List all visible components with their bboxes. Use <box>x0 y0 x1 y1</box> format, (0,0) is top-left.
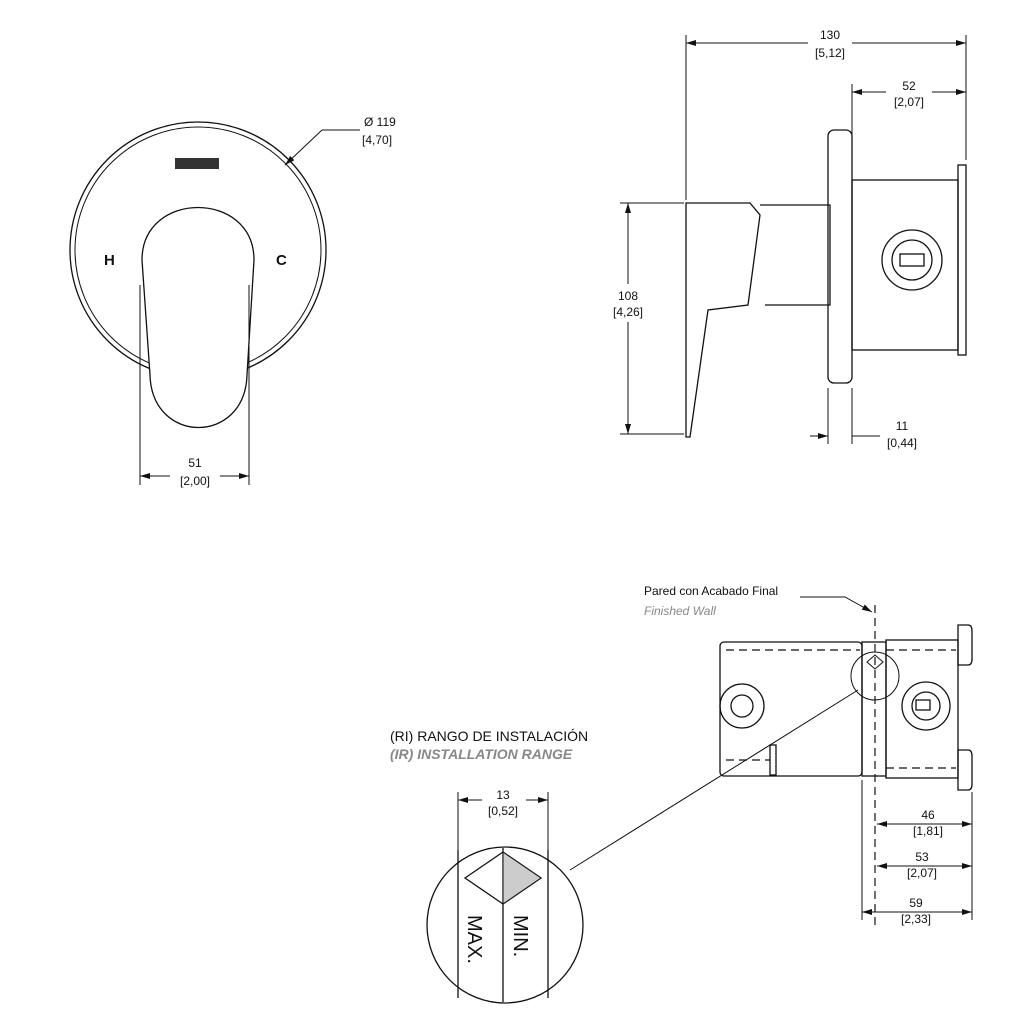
plate-thickness-inch: [0,44] <box>887 436 917 450</box>
escutcheon-side <box>827 129 853 384</box>
wall-label-es: Pared con Acabado Final <box>644 584 778 598</box>
valve-body-top <box>719 641 863 777</box>
dimension-59-inch: [2,33] <box>901 912 931 926</box>
body-depth-inch: [2,07] <box>894 95 924 109</box>
front-view: H C Ø 119 [4,70] 51 [2,00] <box>69 115 396 488</box>
lever-handle <box>141 206 255 429</box>
dimension-53-inch: [2,07] <box>907 866 937 880</box>
dimension-53: 53 <box>915 850 929 864</box>
side-view: 130 [5,12] 52 [2,07] 108 [4,26] 11 [0,44… <box>606 24 967 450</box>
height-inch: [4,26] <box>613 305 643 319</box>
lever-side <box>685 202 761 438</box>
installation-view: Pared con Acabado Final Finished Wall (R… <box>390 584 973 1004</box>
detail-leader <box>569 689 859 871</box>
max-label: MAX. <box>463 915 485 964</box>
dimension-46-inch: [1,81] <box>913 824 943 838</box>
dimension-59: 59 <box>909 896 923 910</box>
width-dimension: 51 <box>188 456 202 470</box>
valve-neck <box>760 204 831 306</box>
hot-label: H <box>104 252 115 269</box>
detail-magnified: MIN. MAX. <box>426 846 584 1004</box>
range-label-en: (IR) INSTALLATION RANGE <box>390 746 573 762</box>
diameter-dimension: Ø 119 <box>364 115 396 129</box>
overall-depth-dimension: 130 <box>820 28 840 42</box>
diameter-dimension-inch: [4,70] <box>362 133 392 147</box>
dimension-46: 46 <box>921 808 935 822</box>
overall-depth-inch: [5,12] <box>815 46 845 60</box>
brand-logo <box>175 158 219 169</box>
width-dimension-inch: [2,00] <box>180 474 210 488</box>
height-dimension: 108 <box>618 289 638 303</box>
range-label-es: (RI) RANGO DE INSTALACIÓN <box>390 728 588 744</box>
detail-callout-circle <box>850 651 900 701</box>
body-depth-dimension: 52 <box>902 79 916 93</box>
min-label: MIN. <box>509 915 531 957</box>
range-width-inch: [0,52] <box>488 804 518 818</box>
valve-flange <box>957 164 967 356</box>
cold-label: C <box>276 252 287 269</box>
wall-label-en: Finished Wall <box>644 604 716 618</box>
range-width-dimension: 13 <box>496 788 510 802</box>
plate-thickness-dimension: 11 <box>896 419 909 433</box>
